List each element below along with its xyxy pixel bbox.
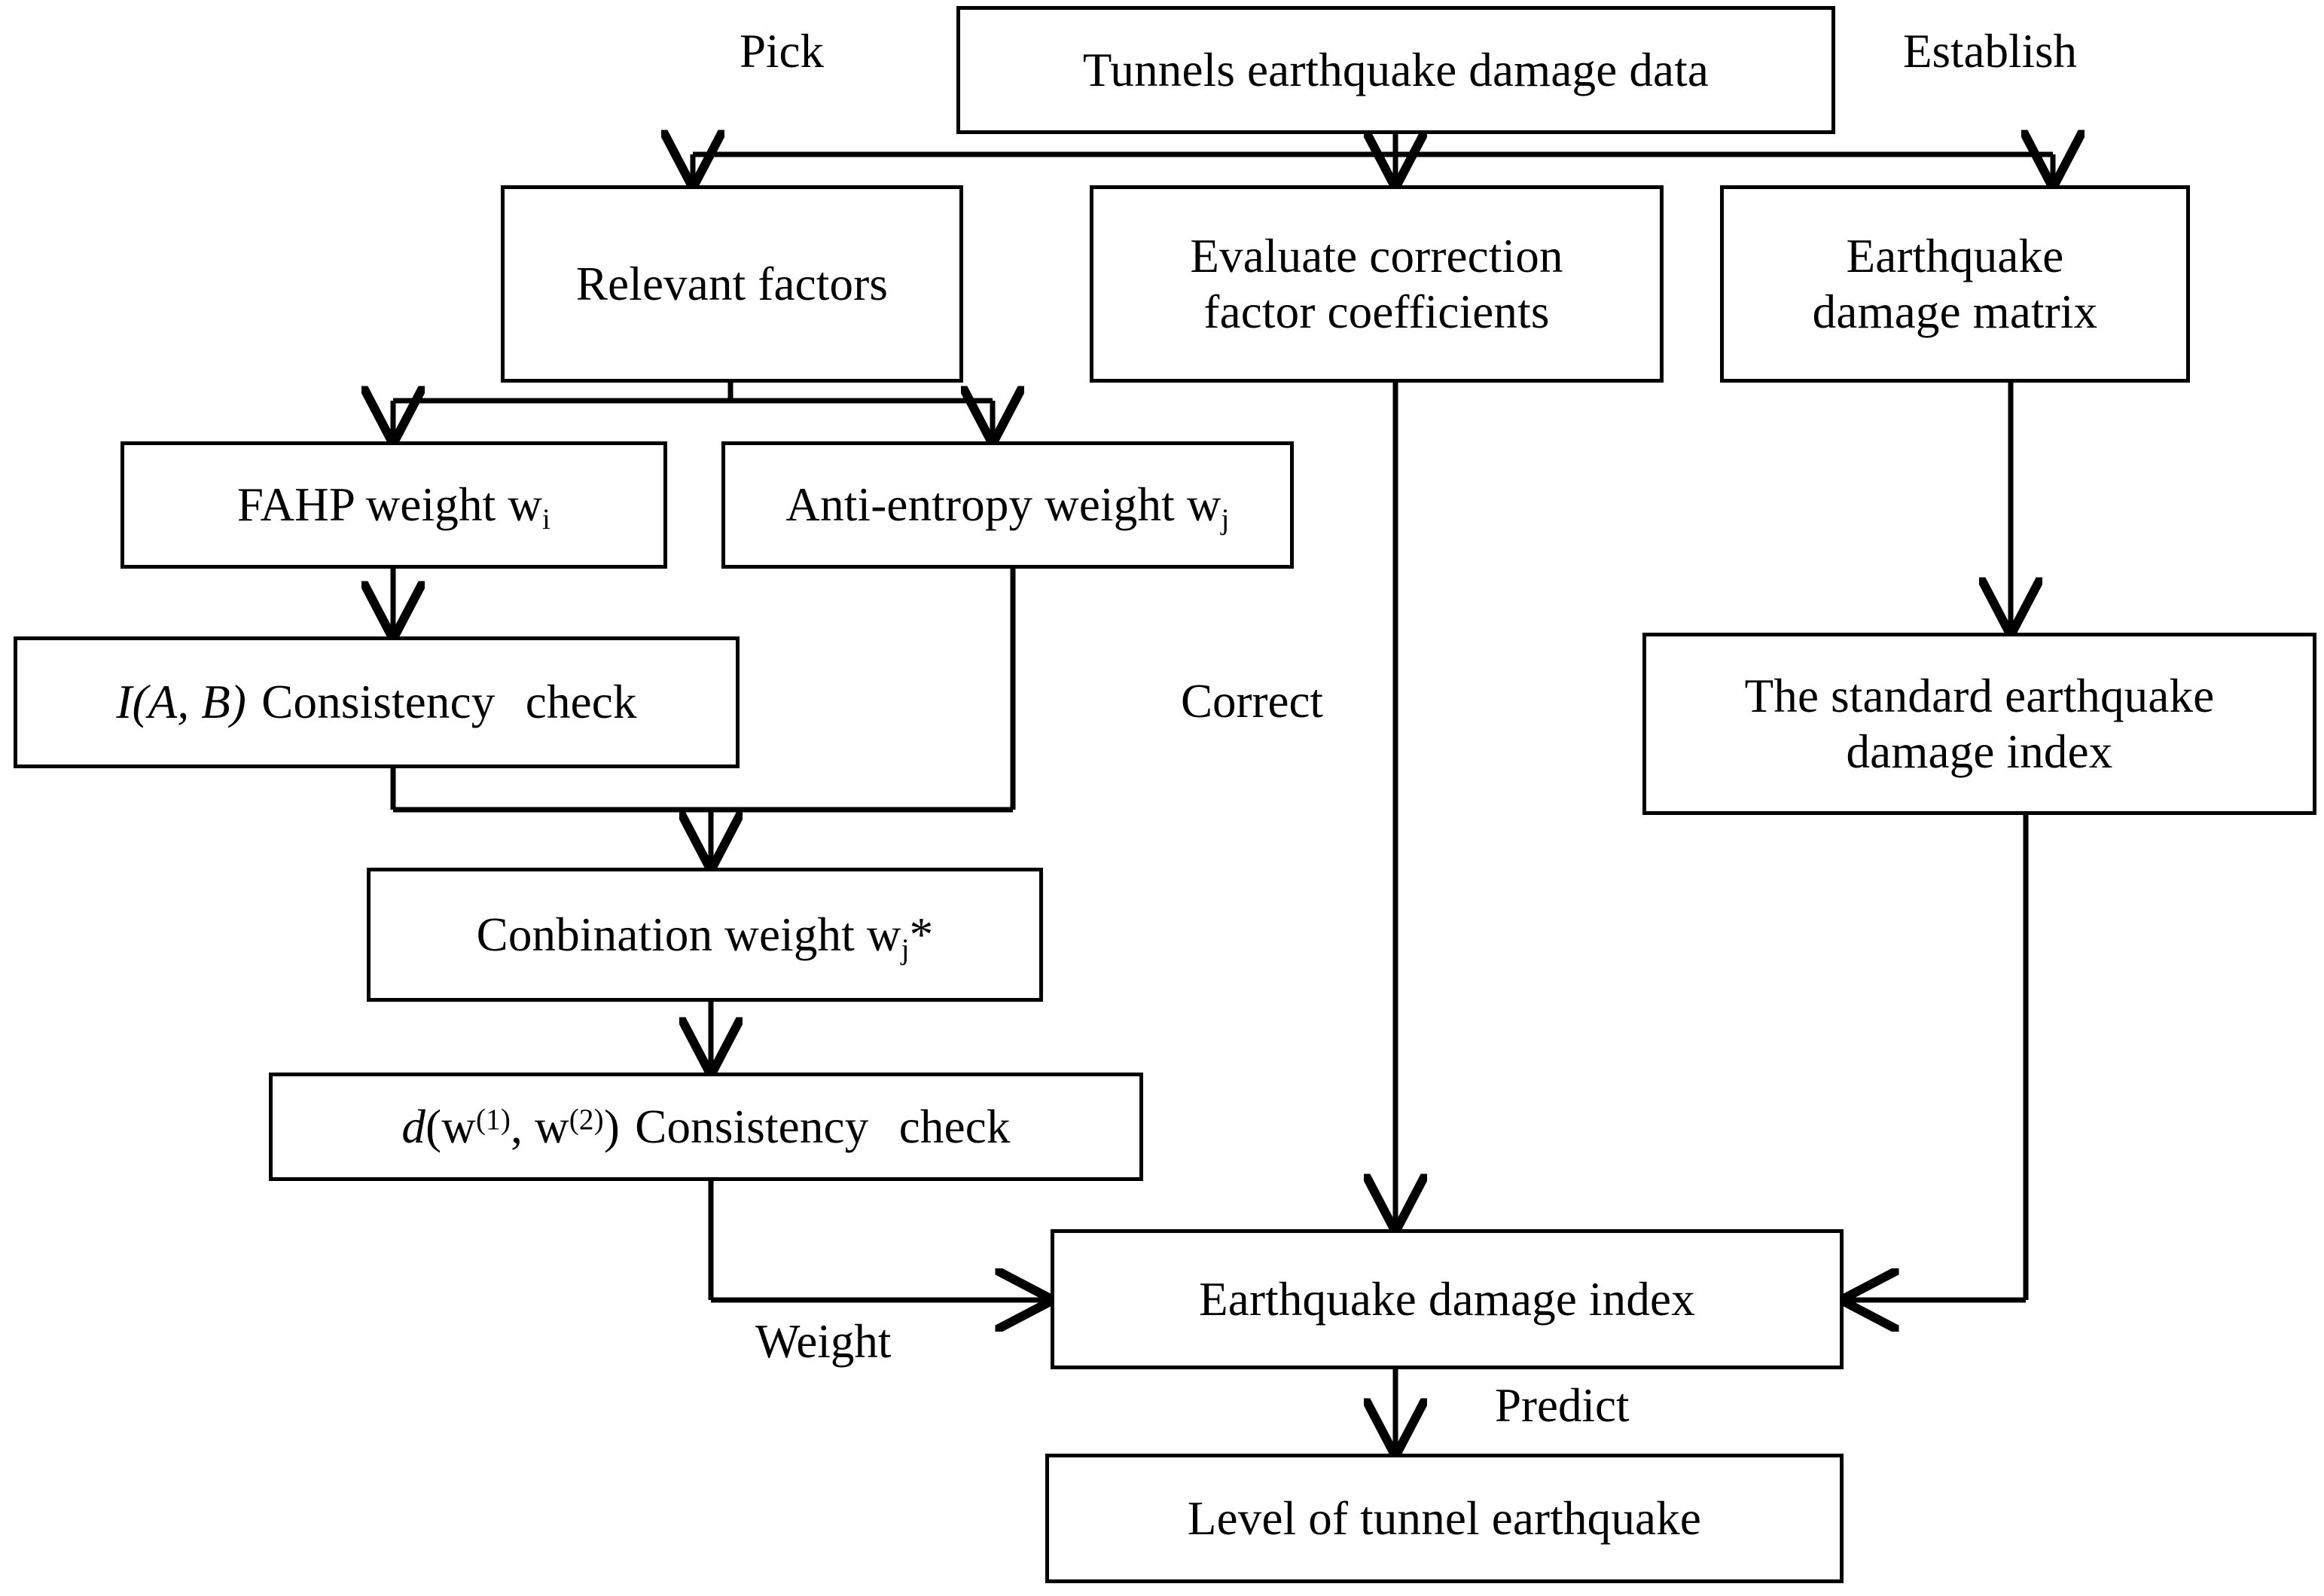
node-label-line2: damage index bbox=[1846, 725, 2113, 778]
node-iab-consistency-check[interactable]: I(A, B) Consistency check bbox=[14, 636, 740, 768]
node-label: Tunnels earthquake damage data bbox=[1082, 43, 1709, 96]
node-earthquake-damage-index[interactable]: Earthquake damage index bbox=[1051, 1229, 1844, 1369]
node-label: Relevant factors bbox=[575, 257, 889, 310]
node-d-consistency-check[interactable]: d(w(1), w(2)) Consistency check bbox=[269, 1073, 1143, 1181]
edge-label-correct: Correct bbox=[1181, 675, 1323, 728]
node-earthquake-damage-matrix[interactable]: Earthquake damage matrix bbox=[1720, 185, 2190, 383]
node-label-line2: factor coefficients bbox=[1203, 285, 1550, 338]
edge-label-pick: Pick bbox=[740, 25, 825, 78]
node-conbination-weight[interactable]: Conbination weight wj* bbox=[367, 868, 1043, 1002]
node-label: FAHP weight wi bbox=[132, 477, 656, 536]
node-label-close: ) bbox=[603, 1100, 621, 1153]
node-label: Level of tunnel earthquake bbox=[1187, 1491, 1702, 1545]
node-label-asterisk: * bbox=[909, 908, 934, 961]
node-label: Conbination weight wj* bbox=[378, 907, 1032, 966]
node-label-sup2: (2) bbox=[569, 1103, 604, 1136]
node-label: Earthquake damage matrix bbox=[1731, 228, 2179, 340]
edge-label-establish: Establish bbox=[1903, 25, 2077, 78]
node-label: d(w(1), w(2)) Consistency check bbox=[280, 1099, 1132, 1155]
node-label-text: FAHP weight w bbox=[236, 478, 543, 532]
node-label-line1: The standard earthquake bbox=[1744, 669, 2215, 722]
node-label: Anti-entropy weight wj bbox=[733, 477, 1282, 536]
node-anti-entropy-weight[interactable]: Anti-entropy weight wj bbox=[721, 441, 1294, 569]
edge-label-weight: Weight bbox=[755, 1315, 892, 1368]
node-tunnels-earthquake-damage-data[interactable]: Tunnels earthquake damage data bbox=[956, 6, 1835, 134]
node-label-text: Consistency bbox=[635, 1100, 869, 1153]
node-label-text: Consistency bbox=[261, 676, 496, 729]
node-label-open: (w bbox=[425, 1100, 476, 1153]
node-label-line1: Evaluate correction bbox=[1190, 229, 1563, 282]
node-label-subscript: i bbox=[542, 503, 551, 536]
node-label: Earthquake damage index bbox=[1199, 1272, 1695, 1326]
node-label-italic: d bbox=[401, 1100, 426, 1153]
node-label-text2: check bbox=[898, 1100, 1011, 1153]
node-label-text2: check bbox=[525, 676, 637, 729]
node-evaluate-correction-factor-coefficients[interactable]: Evaluate correction factor coefficients bbox=[1090, 185, 1664, 383]
node-label-subscript: j bbox=[1221, 503, 1230, 536]
node-label-text: Conbination weight w bbox=[476, 908, 901, 961]
node-label-italic: I(A, B) bbox=[116, 676, 247, 729]
node-label: Evaluate correction factor coefficients bbox=[1101, 228, 1652, 340]
node-level-of-tunnel-earthquake[interactable]: Level of tunnel earthquake bbox=[1045, 1454, 1844, 1583]
node-label-line2: damage matrix bbox=[1812, 285, 2098, 338]
node-relevant-factors[interactable]: Relevant factors bbox=[501, 185, 963, 383]
node-fahp-weight[interactable]: FAHP weight wi bbox=[120, 441, 667, 569]
node-label-mid: , w bbox=[511, 1100, 569, 1153]
node-standard-earthquake-damage-index[interactable]: The standard earthquake damage index bbox=[1642, 633, 2316, 815]
node-label-text: Anti-entropy weight w bbox=[785, 478, 1221, 532]
node-label: I(A, B) Consistency check bbox=[25, 674, 728, 730]
node-label-subscript: j bbox=[901, 932, 910, 966]
node-label-line1: Earthquake bbox=[1846, 229, 2064, 282]
node-label: The standard earthquake damage index bbox=[1654, 668, 2305, 780]
edge-label-predict: Predict bbox=[1495, 1379, 1630, 1432]
node-label-sup1: (1) bbox=[475, 1103, 511, 1136]
